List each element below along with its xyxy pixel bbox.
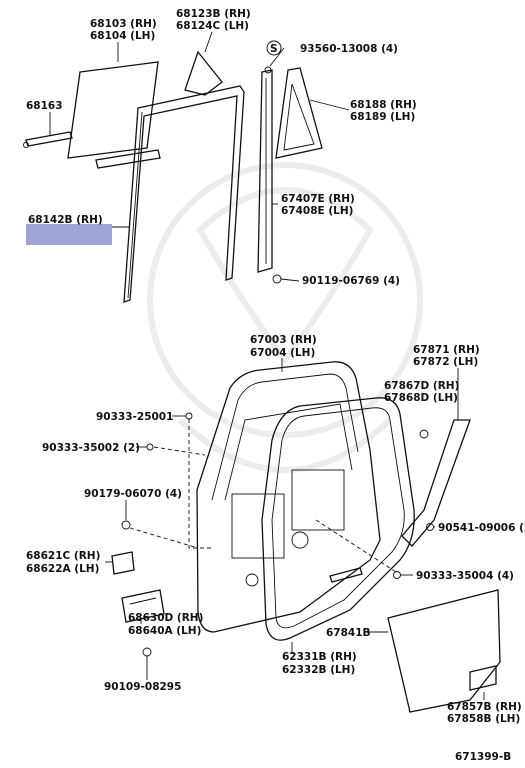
label-62332b: 62332B (LH) — [282, 664, 355, 676]
label-68621c: 68621C (RH) — [26, 550, 100, 562]
label-90333-35002: 90333-35002 (2) — [42, 442, 140, 454]
label-67004: 67004 (LH) — [250, 347, 315, 359]
label-68622a: 68622A (LH) — [26, 563, 99, 575]
leader-lines — [49, 31, 485, 700]
door-weatherstrip[interactable] — [261, 397, 415, 641]
part-labels: 68103 (RH) 68104 (LH) 68123B (RH) 68124C… — [26, 8, 525, 763]
glass-channel[interactable] — [23, 131, 73, 148]
label-68188: 68188 (RH) — [350, 99, 417, 111]
label-90333-35004: 90333-35004 (4) — [416, 570, 514, 582]
label-67858b: 67858B (LH) — [447, 713, 520, 725]
trim-piece-67857b[interactable] — [469, 665, 497, 691]
label-90119: 90119-06769 (4) — [302, 275, 400, 287]
label-67407e: 67407E (RH) — [281, 193, 355, 205]
clip-67867d[interactable] — [419, 429, 429, 439]
diagram-id: 671399-B — [455, 751, 511, 763]
quarter-glass[interactable] — [184, 50, 223, 96]
label-68142b: 68142B (RH) — [28, 214, 103, 226]
quarter-window-frame[interactable] — [275, 67, 323, 159]
door-hinge-68630d[interactable] — [121, 589, 165, 623]
label-90109: 90109-08295 — [104, 681, 181, 693]
plug-90333-35002[interactable] — [146, 443, 154, 451]
bolt-90109[interactable] — [142, 647, 152, 657]
s-symbol-circle — [266, 40, 282, 56]
label-90541: 90541-09006 (2) — [438, 522, 525, 534]
label-68124c: 68124C (LH) — [176, 20, 249, 32]
door-sill-strip[interactable] — [329, 567, 363, 583]
plug-90333-35004[interactable] — [393, 571, 401, 579]
label-67857b: 67857B (RH) — [447, 701, 522, 713]
symbol-s: S — [270, 43, 278, 55]
label-67841b: 67841B — [326, 627, 371, 639]
watermark-emblem — [147, 162, 423, 473]
division-bar[interactable] — [257, 69, 273, 273]
door-hinge-68621c[interactable] — [111, 551, 135, 575]
label-67871: 67871 (RH) — [413, 344, 480, 356]
label-67867d: 67867D (RH) — [384, 380, 459, 392]
label-67868d: 67868D (LH) — [384, 392, 458, 404]
service-hole-cover[interactable] — [387, 589, 501, 713]
label-93560: 93560-13008 (4) — [300, 43, 398, 55]
label-68163: 68163 — [26, 100, 63, 112]
screw-top[interactable] — [264, 66, 272, 74]
rear-door-panel[interactable] — [196, 361, 381, 633]
highlight-box — [26, 224, 112, 245]
label-68123b: 68123B (RH) — [176, 8, 251, 20]
label-67408e: 67408E (LH) — [281, 205, 353, 217]
label-68189: 68189 (LH) — [350, 111, 415, 123]
label-68104: 68104 (LH) — [90, 30, 155, 42]
screw-lower[interactable] — [272, 274, 282, 284]
label-62331b: 62331B (RH) — [282, 651, 357, 663]
glass-run-channel[interactable] — [95, 85, 245, 303]
label-90333-25001: 90333-25001 — [96, 411, 173, 423]
label-67872: 67872 (LH) — [413, 356, 478, 368]
rear-weatherstrip[interactable] — [401, 419, 471, 547]
plug-90333-25001[interactable] — [185, 412, 193, 420]
label-67003: 67003 (RH) — [250, 334, 317, 346]
label-68630d: 68630D (RH) — [128, 612, 203, 624]
label-68640a: 68640A (LH) — [128, 625, 201, 637]
bolt-90179[interactable] — [121, 520, 131, 530]
label-90179: 90179-06070 (4) — [84, 488, 182, 500]
rear-door-glass[interactable] — [67, 61, 159, 159]
label-68103: 68103 (RH) — [90, 18, 157, 30]
